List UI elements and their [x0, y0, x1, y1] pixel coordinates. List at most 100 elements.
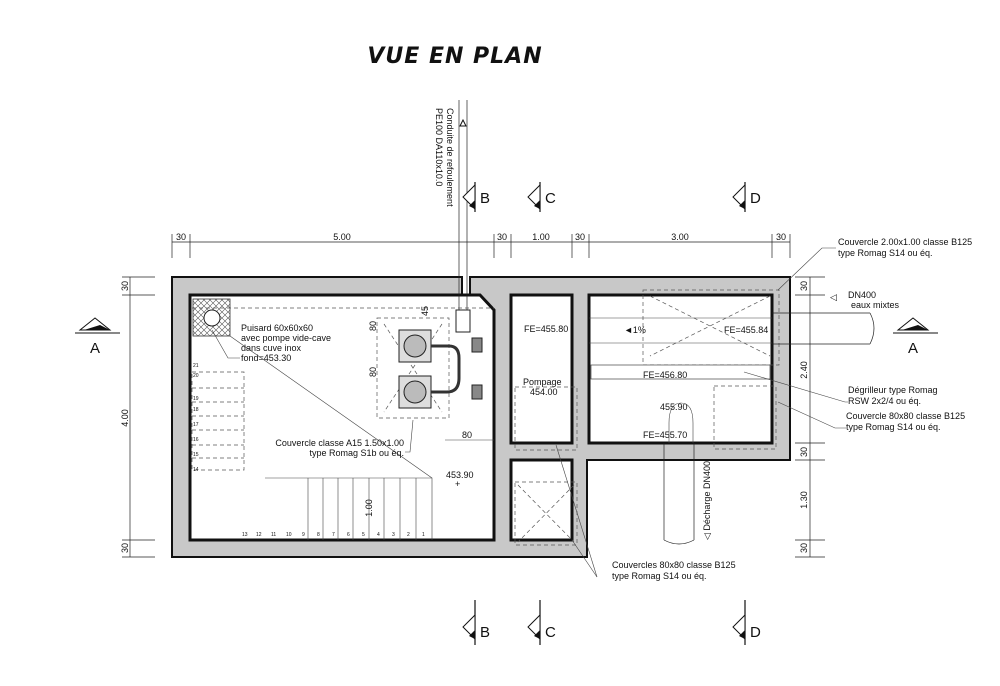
flow-arrow-icon: ◁ [830, 292, 837, 302]
valve-icon [471, 337, 483, 400]
room-main [188, 293, 496, 542]
section-marker-d-top: D [732, 182, 761, 212]
sump-pump-icon [203, 309, 221, 327]
outlet-pipe-dn400 [663, 443, 695, 545]
dimension-right: 30 2.40 30 1.30 30 [795, 276, 825, 558]
dimension-top: 30 5.00 30 1.00 30 3.00 30 [171, 232, 791, 258]
fe-455-80: FE=455.80 [524, 324, 568, 334]
step: 1 [422, 532, 425, 538]
couvercles-80-1: Couvercles 80x80 classe B125 [612, 560, 736, 570]
dimension-left: 30 4.00 30 [120, 276, 155, 558]
section-marker-a-left: A [75, 317, 120, 357]
dim-label: 5.00 [333, 232, 351, 242]
step: 16 [193, 437, 199, 443]
fe-455-70: FE=455.70 [643, 430, 687, 440]
dim-label: 1.00 [532, 232, 550, 242]
dim-label: 30 [799, 281, 809, 291]
step: 19 [193, 396, 199, 402]
step: 5 [362, 532, 365, 538]
puisard-label-2: avec pompe vide-cave [241, 333, 331, 343]
pump-cover [376, 317, 450, 419]
couvercle-80-1: Couvercle 80x80 classe B125 [846, 411, 965, 421]
section-marker-d-bottom: D [732, 600, 761, 645]
couvercle-200-1: Couvercle 2.00x1.00 classe B125 [838, 237, 972, 247]
dim-80a: 80 [368, 321, 378, 331]
step: 6 [347, 532, 350, 538]
dn400-sublabel: eaux mixtes [851, 300, 900, 310]
dim-label: 30 [776, 232, 786, 242]
dim-label: 30 [497, 232, 507, 242]
drawing-title: VUE EN PLAN [367, 44, 542, 69]
discharge-pipe [455, 100, 471, 333]
section-marker-a-right: A [893, 317, 938, 357]
pompage-label: Pompage [523, 377, 562, 387]
couvercle-a15-1: Couvercle classe A15 1.50x1.00 [275, 438, 404, 448]
degrilleur-2: RSW 2x2/4 ou éq. [848, 396, 921, 406]
dim-label: 30 [799, 543, 809, 553]
step: 13 [242, 532, 248, 538]
section-d-label: D [750, 190, 761, 207]
fe-456-80: FE=456.80 [643, 370, 687, 380]
dim-label: 30 [176, 232, 186, 242]
level-marker-icon: + [455, 479, 460, 489]
couvercle-80-2: type Romag S14 ou éq. [846, 422, 941, 432]
dim-1-00: 1.00 [364, 499, 374, 517]
dim-80c: 80 [462, 430, 472, 440]
room-pumping [509, 293, 574, 445]
couvercle-200-2: type Romag S14 ou éq. [838, 248, 933, 258]
degrilleur-1: Dégrilleur type Romag [848, 385, 938, 395]
section-b-label: B [480, 190, 490, 207]
step: 17 [193, 422, 199, 428]
step: 2 [407, 532, 410, 538]
dim-label: 30 [120, 543, 130, 553]
step: 20 [193, 373, 199, 379]
section-marker-c-top: C [527, 182, 556, 212]
dim-label: 2.40 [799, 361, 809, 379]
section-c-label: C [545, 624, 556, 641]
step: 14 [193, 467, 199, 473]
dim-45: 45 [420, 306, 430, 316]
step: 10 [286, 532, 292, 538]
dn400-label: DN400 [848, 290, 876, 300]
section-marker-c-bottom: C [527, 600, 556, 645]
inlet-pipe-dn400 [772, 312, 875, 345]
step: 4 [377, 532, 380, 538]
level-453-90: 453.90 [446, 470, 474, 480]
puisard-label-1: Puisard 60x60x60 [241, 323, 313, 333]
dim-label: 30 [120, 281, 130, 291]
section-a-label: A [90, 340, 100, 357]
section-c-label: C [545, 190, 556, 207]
step: 12 [256, 532, 262, 538]
section-d-label: D [750, 624, 761, 641]
couvercles-80-2: type Romag S14 ou éq. [612, 571, 707, 581]
room-lower [509, 458, 574, 542]
step: 8 [317, 532, 320, 538]
step: 11 [271, 532, 276, 538]
dim-label: 30 [575, 232, 585, 242]
step: 9 [302, 532, 305, 538]
step: 21 [193, 363, 199, 369]
puisard-label-4: fond=453.30 [241, 353, 291, 363]
fe-455-84: FE=455.84 [724, 325, 768, 335]
pump-icon [398, 329, 432, 363]
screen-grate [590, 364, 771, 380]
level-455-90: 455.90 [660, 402, 688, 412]
stairs: 13 12 11 10 9 8 7 6 5 4 3 2 1 21 20 19 1… [191, 363, 433, 540]
decharge-label: ◁ Décharge DN400 [702, 461, 712, 540]
pump-icon [398, 375, 432, 409]
section-marker-b-top: B [462, 182, 490, 212]
dim-label: 30 [799, 447, 809, 457]
section-marker-b-bottom: B [462, 600, 490, 645]
section-a-label: A [908, 340, 918, 357]
pompage-level: 454.00 [530, 387, 558, 397]
dim-label: 4.00 [120, 409, 130, 427]
dim-label: 3.00 [671, 232, 689, 242]
step: 18 [193, 407, 199, 413]
slope-label: ◄1% [624, 325, 646, 335]
couvercle-a15-2: type Romag S1b ou éq. [309, 448, 404, 458]
pipe-label-line2: PE100 DA110x10.0 [434, 108, 444, 186]
section-b-label: B [480, 624, 490, 641]
step: 15 [193, 452, 199, 458]
pipe-label-line1: Conduite de refoulement [445, 108, 455, 207]
